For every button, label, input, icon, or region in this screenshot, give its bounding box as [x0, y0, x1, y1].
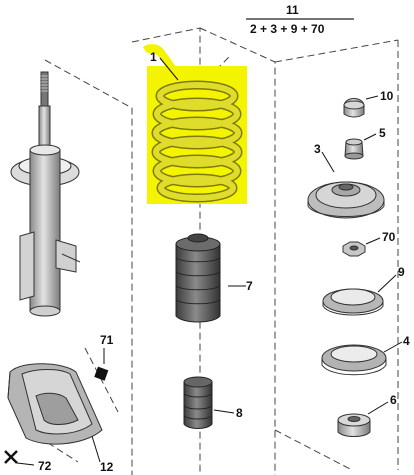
callout-4: 4 — [403, 334, 410, 348]
callout-72: 72 — [38, 459, 52, 473]
callout-9: 9 — [398, 265, 405, 279]
callout-7: 7 — [246, 279, 253, 293]
callout-70: 70 — [382, 230, 396, 244]
leader-lines — [16, 57, 403, 466]
nut-5-part — [344, 138, 364, 160]
kit-composition-label: 2 + 3 + 9 + 70 — [250, 22, 325, 36]
bearing-ring-9-part — [322, 288, 384, 316]
coil-spring — [151, 80, 243, 203]
shock-absorber — [10, 71, 81, 317]
callout-5: 5 — [379, 126, 386, 140]
bump-stop-6-part — [337, 413, 371, 437]
callout-71: 71 — [100, 333, 114, 347]
kit-number-label: 11 — [286, 3, 299, 17]
cap-part — [343, 98, 365, 118]
screw-72-part — [4, 450, 18, 464]
guide-lines — [19, 27, 399, 475]
spring-label-highlight — [143, 44, 184, 82]
callout-10: 10 — [380, 89, 394, 103]
bump-stop-8-part — [183, 376, 213, 429]
dust-boot-part — [175, 233, 221, 323]
callout-3: 3 — [314, 142, 321, 156]
callout-12: 12 — [100, 460, 114, 474]
callout-1: 1 — [150, 50, 157, 64]
heat-shield — [7, 363, 103, 445]
clip-70-part — [342, 241, 366, 257]
bearing-4-part — [321, 344, 387, 376]
callout-8: 8 — [236, 406, 243, 420]
top-mount-part — [307, 181, 385, 219]
clip-71-part — [94, 366, 109, 381]
callout-6: 6 — [390, 393, 397, 407]
